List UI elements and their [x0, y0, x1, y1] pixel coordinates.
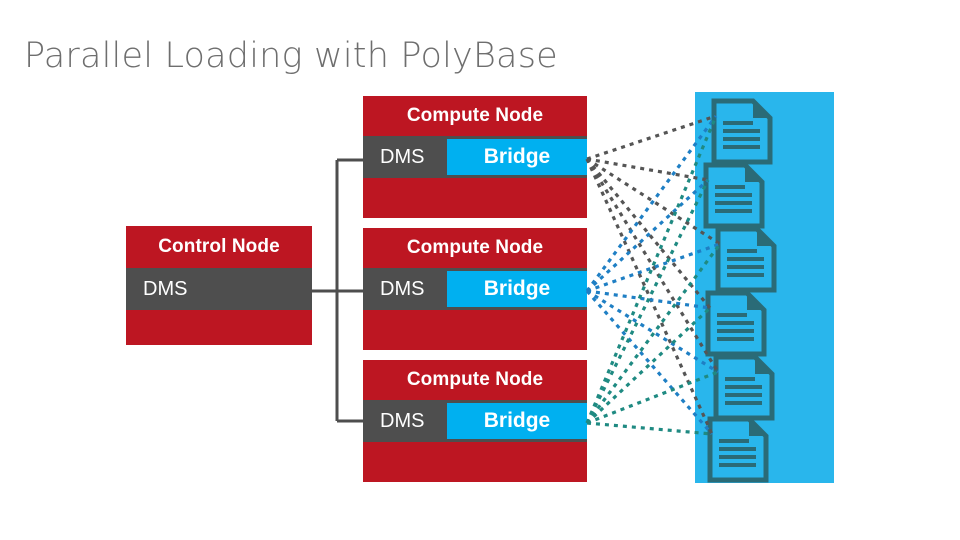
bridge-storage-link: [586, 157, 709, 182]
compute-node-dms-label-3: DMS: [380, 409, 425, 432]
control-node-footer: [126, 310, 312, 345]
document-icon: [713, 354, 775, 421]
bridge-storage-link: [586, 421, 713, 436]
compute-node-dms-label-1: DMS: [380, 145, 425, 168]
compute-node-bridge-2[interactable]: Bridge: [447, 271, 587, 307]
compute-node-block-2[interactable]: Compute Node DMS Bridge: [363, 228, 587, 350]
compute-node-footer-3: [363, 442, 587, 482]
compute-node-footer-2: [363, 310, 587, 350]
compute-node-title-3: Compute Node: [363, 360, 587, 400]
azure-storage-blob-label: Azure Storage Blob (ASB): [841, 170, 862, 405]
control-node-body: DMS: [126, 268, 312, 310]
document-icon: [715, 226, 777, 293]
bridge-storage-link: [585, 157, 712, 310]
compute-node-footer-1: [363, 178, 587, 218]
compute-node-body-1: DMS Bridge: [363, 136, 587, 178]
compute-node-block-3[interactable]: Compute Node DMS Bridge: [363, 360, 587, 482]
page-title: Parallel Loading with PolyBase: [24, 36, 558, 76]
compute-node-block-1[interactable]: Compute Node DMS Bridge: [363, 96, 587, 218]
bridge-storage-link: [585, 158, 714, 435]
compute-node-dms-label-2: DMS: [380, 277, 425, 300]
bridge-storage-link: [585, 179, 710, 424]
control-to-compute-bracket: [300, 158, 363, 423]
bridge-storage-link: [585, 178, 710, 293]
bridge-storage-link: [585, 289, 714, 436]
compute-node-bridge-1[interactable]: Bridge: [447, 139, 587, 175]
bridge-storage-link: [586, 289, 711, 310]
document-icon: [703, 162, 765, 229]
bridge-storage-link: [585, 306, 712, 425]
control-node-dms-label: DMS: [143, 277, 188, 300]
compute-node-body-2: DMS Bridge: [363, 268, 587, 310]
compute-node-title-1: Compute Node: [363, 96, 587, 136]
document-icons-group: [703, 98, 777, 483]
azure-storage-blob-panel[interactable]: Azure Storage Blob (ASB): [695, 92, 862, 483]
compute-node-body-3: DMS Bridge: [363, 400, 587, 442]
compute-node-bridge-3[interactable]: Bridge: [447, 403, 587, 439]
document-icon: [705, 290, 767, 357]
document-icon: [711, 98, 773, 165]
control-node-title: Control Node: [126, 226, 312, 268]
document-icon: [707, 416, 769, 483]
compute-node-title-2: Compute Node: [363, 228, 587, 268]
control-node-block[interactable]: Control Node DMS: [126, 226, 312, 345]
